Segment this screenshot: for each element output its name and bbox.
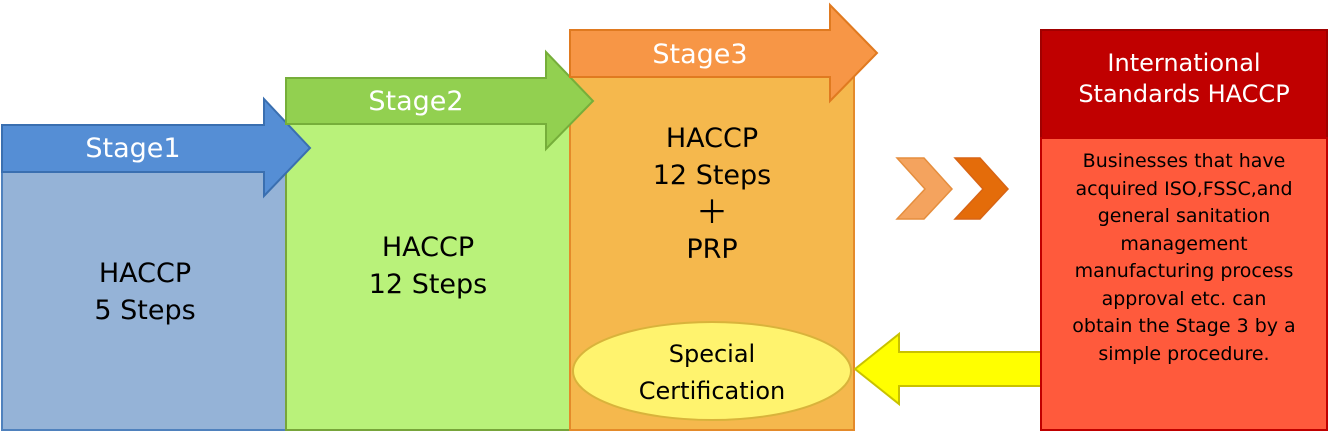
stage2-arrow [285,49,595,152]
stage2-line-1: HACCP [381,232,475,263]
stage2-title: Stage2 [368,86,464,117]
stage1-box [1,171,289,431]
intl-title: International Standards HACCP [1043,48,1325,110]
stage2-line-2: 12 Steps [368,269,488,300]
intl-desc-line-3: general sanitation [1097,205,1271,227]
intl-title-line-2: Standards HACCP [1078,80,1290,108]
intl-title-line-1: International [1107,49,1261,77]
stage3-arrow [569,2,879,104]
intl-body [1040,137,1328,431]
stage1-body: HACCP 5 Steps [2,255,288,329]
stage1-title: Stage1 [85,133,181,164]
intl-desc-line-8: simple procedure. [1098,342,1270,365]
intl-desc-line-7: obtain the Stage 3 by a [1072,315,1296,337]
stage2-box [285,123,571,431]
special-line-1: Special [668,340,756,368]
stage3-line-2: 12 Steps [652,160,772,191]
intl-header [1040,29,1328,139]
intl-desc-line-5: manufacturing process [1074,260,1294,282]
stage3-body: HACCP 12 Steps ＋ PRP [570,120,854,268]
stage3-line-4: PRP [686,234,738,265]
intl-desc-line-4: management [1120,232,1248,255]
intl-desc-line-2: acquired ISO,FSSC,and [1075,177,1293,200]
intl-desc-line-1: Businesses that have [1082,150,1286,172]
yellow-left-arrow [853,331,1042,407]
special-certification-text: Special Certification [573,336,851,410]
stage2-body: HACCP 12 Steps [286,229,570,303]
stage1-arrow [1,96,312,199]
stage1-line-2: 5 Steps [94,295,196,326]
special-certification-ellipse [572,321,852,421]
special-line-2: Certification [638,377,786,405]
chevron-light-icon [895,157,954,220]
intl-description: Businesses that have acquired ISO,FSSC,a… [1046,148,1322,368]
stage3-title: Stage3 [652,39,748,70]
stage1-line-1: HACCP [98,258,192,289]
intl-desc-line-6: approval etc. can [1101,287,1267,310]
chevron-dark-icon [953,157,1010,220]
stage3-plus: ＋ [695,193,728,231]
stage3-line-1: HACCP [665,123,759,154]
